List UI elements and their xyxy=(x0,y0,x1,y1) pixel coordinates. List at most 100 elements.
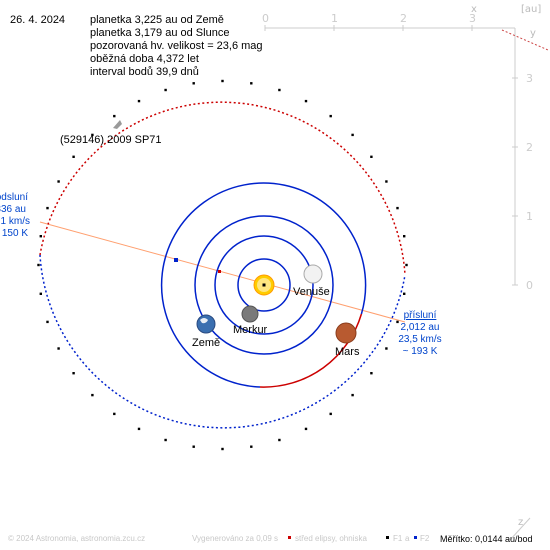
legend-f1-text: F1 xyxy=(393,534,403,543)
perihelion-speed: 23,5 km/s xyxy=(398,334,441,345)
orbit-point xyxy=(164,88,167,92)
x-tick-2: 2 xyxy=(400,12,407,25)
orbit-point xyxy=(164,438,167,442)
orbit-point xyxy=(192,82,195,85)
venus-icon xyxy=(303,264,323,284)
legend-f1-marker xyxy=(386,536,389,539)
earth-orbit xyxy=(194,215,334,355)
orbit-point xyxy=(329,412,332,416)
generated-text: Vygenerováno za 0,09 s xyxy=(192,534,278,543)
copyright-text: © 2024 Astronomia, astronomia.zcu.cz xyxy=(8,534,145,543)
y-axis: 3 2 1 0 y xyxy=(512,28,536,292)
aphelion-info: odsluní 4,336 au 16,1 km/s ~ 150 K xyxy=(0,192,30,239)
orbit-point xyxy=(396,320,399,324)
sun-distance-text: planetka 3,179 au od Slunce xyxy=(90,27,229,39)
x-tick-0: 0 xyxy=(262,12,269,25)
orbit-point xyxy=(39,292,42,295)
orbit-point xyxy=(221,79,224,83)
interval-text: interval bodů 39,9 dnů xyxy=(90,66,199,78)
orbit-point xyxy=(370,155,373,158)
orbit-point xyxy=(91,393,94,397)
legend-f2-marker xyxy=(414,536,417,539)
legend-center-marker xyxy=(288,536,291,539)
perihelion-temp: ~ 193 K xyxy=(403,346,438,357)
x-axis-label: x xyxy=(471,4,477,15)
orbit-point xyxy=(396,206,399,210)
z-axis-fragment xyxy=(501,29,549,51)
apsis-line xyxy=(39,221,406,323)
orbit-point xyxy=(192,445,195,448)
orbit-point xyxy=(250,445,253,448)
perihelion-info: přísluní 2,012 au 23,5 km/s ~ 193 K xyxy=(398,310,441,357)
mercury-icon xyxy=(241,305,259,323)
focus-f2-marker xyxy=(174,258,178,262)
legend-center-text: střed elipsy, ohniska xyxy=(295,534,367,543)
x-axis: 0 1 2 3 x [au] xyxy=(262,4,541,31)
scale-text: Měřítko: 0,0144 au/bod xyxy=(440,534,533,544)
orbit-point xyxy=(221,447,224,451)
orbit-point xyxy=(304,427,308,431)
orbit-point xyxy=(351,133,354,137)
axis-unit: [au] xyxy=(521,4,541,15)
y-tick-0: 0 xyxy=(526,279,533,292)
date-label: 26. 4. 2024 xyxy=(10,14,65,26)
period-text: oběžná doba 4,372 let xyxy=(90,53,199,65)
mercury-label: Merkur xyxy=(233,324,268,336)
asteroid-orbit-points xyxy=(37,79,408,451)
orbit-point xyxy=(385,180,388,183)
z-axis xyxy=(509,517,531,541)
orbit-point xyxy=(46,206,49,210)
orbit-point xyxy=(39,235,42,238)
sun-focus-marker xyxy=(262,283,266,287)
orbit-point xyxy=(91,133,94,137)
perihelion-title: přísluní xyxy=(404,310,437,321)
ellipse-center-marker xyxy=(218,270,221,273)
orbit-point xyxy=(72,372,75,375)
magnitude-text: pozorovaná hv. velikost = 23,6 mag xyxy=(90,40,263,52)
aphelion-distance: 4,336 au xyxy=(0,204,26,215)
mars-orbit-blue xyxy=(160,182,367,388)
x-tick-1: 1 xyxy=(331,12,338,25)
orbit-point xyxy=(137,427,141,431)
legend-a-text: a xyxy=(405,534,410,543)
asteroid-icon xyxy=(113,120,122,129)
orbit-point xyxy=(278,438,281,442)
y-tick-3: 3 xyxy=(526,72,533,85)
aphelion-temp: ~ 150 K xyxy=(0,228,28,239)
x-tick-3: 3 xyxy=(469,12,476,25)
orbit-point xyxy=(370,372,373,375)
earth-distance-text: planetka 3,225 au od Země xyxy=(90,14,224,26)
y-axis-label: y xyxy=(530,28,536,39)
earth-icon xyxy=(196,314,216,334)
orbit-point xyxy=(46,320,49,324)
orbit-point xyxy=(137,99,141,103)
asteroid-label: (529146) 2009 SP71 xyxy=(60,134,162,146)
orbit-point xyxy=(385,347,388,350)
z-axis-label: z xyxy=(518,517,523,528)
venus-label: Venuše xyxy=(293,286,330,298)
asteroid-orbit-red xyxy=(39,101,406,276)
aphelion-speed: 16,1 km/s xyxy=(0,216,30,227)
orbit-point xyxy=(57,347,60,350)
orbit-point xyxy=(304,99,308,103)
orbit-point xyxy=(278,88,281,92)
orbit-point xyxy=(250,82,253,85)
aphelion-title: odsluní xyxy=(0,192,28,203)
y-tick-1: 1 xyxy=(526,210,533,223)
orbit-point xyxy=(403,235,406,238)
orbit-point xyxy=(329,114,332,118)
earth-label: Země xyxy=(192,337,220,349)
orbit-point xyxy=(37,263,40,267)
mars-icon xyxy=(335,322,357,344)
y-tick-2: 2 xyxy=(526,141,533,154)
mars-label: Mars xyxy=(335,346,360,358)
orbit-point xyxy=(113,412,116,416)
orbit-point xyxy=(72,155,75,158)
earth-cloud-icon xyxy=(200,318,208,324)
orbit-point xyxy=(57,180,60,183)
orbit-point xyxy=(351,393,354,397)
venus-orbit xyxy=(214,235,314,335)
legend-f2-text: F2 xyxy=(420,534,430,543)
